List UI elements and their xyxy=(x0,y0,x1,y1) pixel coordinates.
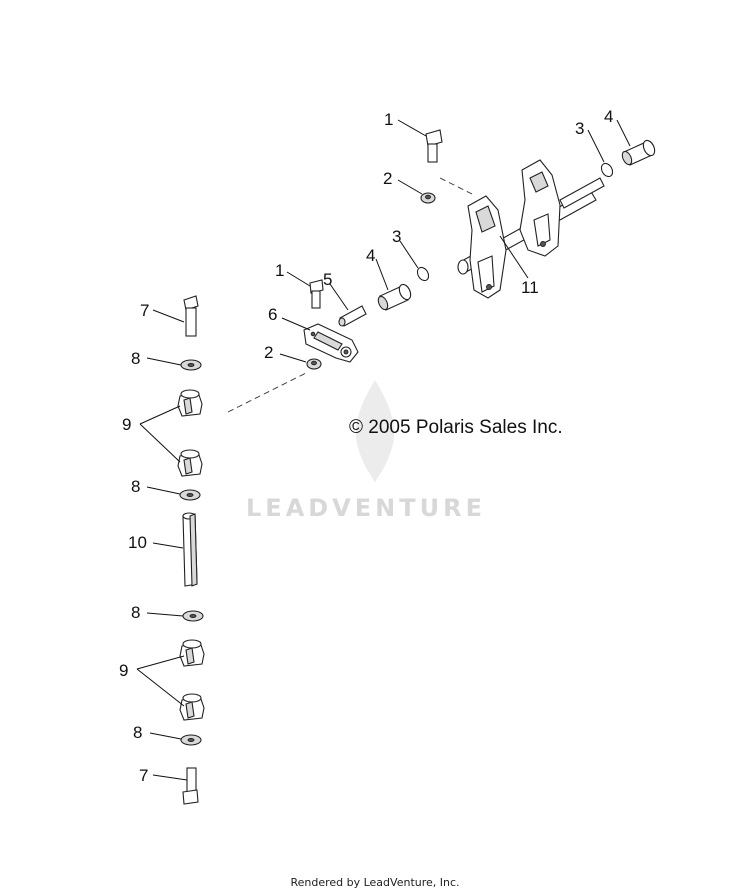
o-ring-right xyxy=(600,162,614,178)
bolt-top xyxy=(425,129,443,163)
pin xyxy=(338,305,367,327)
nut-top xyxy=(420,192,436,204)
nut-mid xyxy=(306,358,322,370)
bolt-7-bottom xyxy=(182,767,199,805)
bushing-right xyxy=(621,139,656,166)
callout-7-bottom: 7 xyxy=(139,766,148,785)
clamp-block-bottom-a xyxy=(179,639,205,667)
flame-diamond-logo-icon xyxy=(355,380,395,483)
callout-1-top: 1 xyxy=(384,110,393,129)
washer-b xyxy=(179,489,201,501)
clamp-block-bottom-b xyxy=(179,693,205,721)
callout-numbers: 1 2 3 4 3 4 11 1 5 6 2 7 8 9 8 10 8 9 8 … xyxy=(119,107,613,785)
clamp-block-top-b xyxy=(177,449,203,477)
shift-shaft-bracket-assembly xyxy=(457,159,605,299)
bushing-mid xyxy=(377,283,412,311)
callout-6: 6 xyxy=(268,305,277,324)
callout-4-right: 4 xyxy=(604,107,613,126)
footer-rendered-by: Rendered by LeadVenture, Inc. xyxy=(290,876,460,889)
washer-c xyxy=(182,610,204,622)
bolt-mid xyxy=(309,279,324,309)
hex-rod xyxy=(182,512,198,587)
callout-10: 10 xyxy=(128,533,147,552)
o-ring-mid xyxy=(416,266,430,282)
callout-8-d: 8 xyxy=(133,723,142,742)
callout-2-top: 2 xyxy=(383,169,392,188)
callout-4-mid: 4 xyxy=(366,246,375,265)
shift-link-arm xyxy=(303,323,359,363)
callout-8-c: 8 xyxy=(131,603,140,622)
callout-7-top: 7 xyxy=(140,301,149,320)
washer-d xyxy=(180,734,202,746)
watermark-text: LEADVENTURE xyxy=(246,494,486,522)
alignment-line-top xyxy=(439,177,473,195)
callout-5: 5 xyxy=(323,270,332,289)
callout-8-a: 8 xyxy=(131,349,140,368)
washer-a xyxy=(180,359,202,371)
callout-3-mid: 3 xyxy=(392,227,401,246)
clamp-block-top-a xyxy=(177,389,203,417)
alignment-line-left xyxy=(227,371,309,413)
callout-8-b: 8 xyxy=(131,477,140,496)
bolt-7-top xyxy=(183,295,199,337)
callout-11: 11 xyxy=(521,278,539,297)
callout-9-bottom: 9 xyxy=(119,661,128,680)
callout-9-top: 9 xyxy=(122,415,131,434)
callout-3-right: 3 xyxy=(575,119,584,138)
leader-lines xyxy=(136,119,631,781)
callout-2-mid: 2 xyxy=(264,343,273,362)
copyright-notice: © 2005 Polaris Sales Inc. xyxy=(349,417,563,438)
callout-1-mid: 1 xyxy=(275,261,284,280)
